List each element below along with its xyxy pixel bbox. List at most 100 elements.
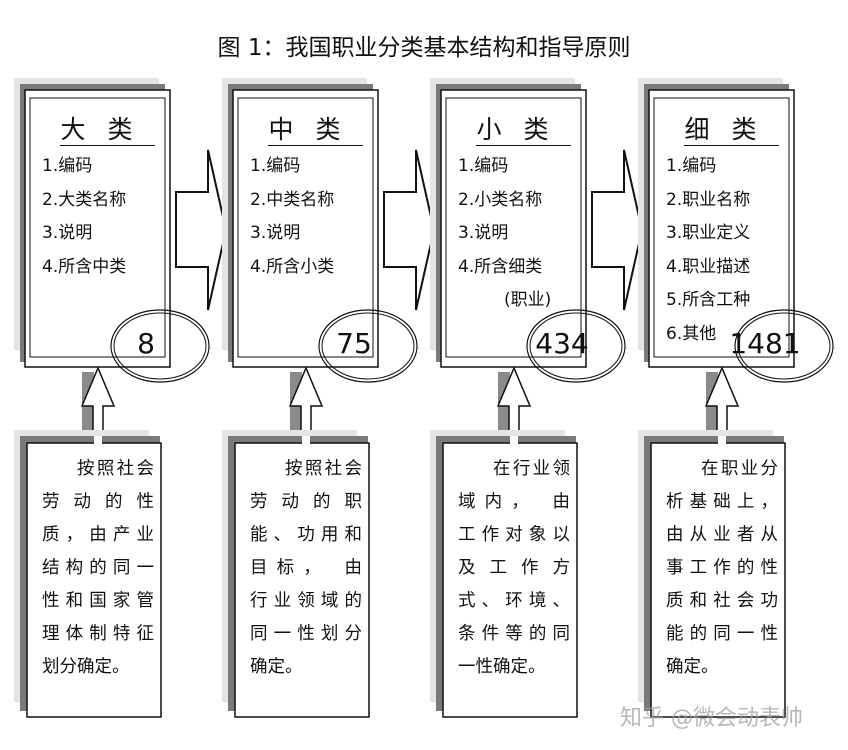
description-line: 按照社会 — [77, 459, 154, 479]
field-item: 2.大类名称 — [42, 189, 127, 210]
description-line: 在行业领 — [493, 459, 570, 479]
diagram-title: 图 1：我国职业分类基本结构和指导原则 — [217, 35, 631, 61]
description-line: 一性确定。 — [458, 657, 546, 677]
description-line: 质和社会功 — [666, 591, 778, 611]
principle-description: 在职业分析基础上， 由从业者从事工作的性质和社会功能的同一性确定。 — [666, 453, 778, 684]
description-line: 条件等的同 — [458, 624, 570, 644]
description-line: 确定。 — [666, 657, 719, 677]
card-outer-border — [440, 89, 587, 368]
field-item: 3.职业定义 — [666, 223, 751, 243]
desc-card-border — [26, 442, 162, 718]
card-inner-border — [29, 97, 166, 358]
card-inner-border — [237, 97, 374, 358]
right-arrow-icon — [175, 149, 228, 311]
category-heading-text: 细类 — [684, 115, 779, 146]
description-line: 同一性划分 — [250, 624, 362, 644]
field-item: 2.职业名称 — [666, 189, 751, 210]
description-line: 劳 动 的 性 — [42, 492, 154, 512]
description-line: 式、环境、 — [458, 591, 570, 611]
field-item: 3.说明 — [458, 223, 509, 243]
category-heading-text: 大类 — [60, 115, 155, 146]
field-item: 2.小类名称 — [458, 189, 543, 210]
description-line: 行业领域的 — [250, 591, 362, 611]
card-outer-border — [24, 89, 171, 368]
description-line: 及 工 作 方 — [458, 558, 570, 578]
field-item: 4.所含中类 — [42, 256, 127, 277]
category-heading: 中类 — [242, 110, 367, 146]
principle-description: 按照社会劳 动 的 职能、功用和目标， 由行业领域的同一性划分确定。 — [250, 453, 362, 684]
card-inner-border — [445, 97, 582, 358]
arrow-joint — [510, 436, 518, 445]
card-outer-border — [648, 89, 795, 368]
field-item: 5.所含工种 — [666, 290, 751, 310]
card-inner-border — [653, 97, 790, 358]
field-list: 1.编码 2.职业名称 3.职业定义 4.职业描述 5.所含工种 6.其他 — [666, 150, 750, 351]
category-heading: 细类 — [658, 110, 783, 146]
field-item: (职业) — [504, 290, 552, 310]
field-list: 1.编码 2.小类名称 3.说明 4.所含细类 (职业) — [458, 150, 551, 318]
count-ellipse-inner — [737, 312, 831, 380]
field-item: 4.所含小类 — [250, 256, 335, 277]
desc-card-border — [442, 442, 578, 718]
category-heading-text: 中类 — [268, 115, 363, 146]
description-line: 结构的同一 — [42, 558, 154, 578]
category-count: 8 — [137, 327, 155, 360]
description-line: 析基础上， — [666, 492, 778, 512]
field-item: 4.所含细类 — [458, 256, 543, 277]
right-arrow-icon — [591, 149, 644, 311]
arrow-joint — [302, 436, 310, 445]
description-line: 理体制特征 — [42, 624, 154, 644]
category-count: 1481 — [729, 327, 801, 360]
count-ellipse-outer — [318, 309, 418, 383]
description-line: 在职业分 — [701, 459, 778, 479]
category-count: 434 — [535, 327, 589, 360]
category-column: 中类 1.编码 2.中类名称 3.说明 4.所含小类 75 按照社会劳 动 的 职能、功用和… — [208, 0, 416, 750]
principle-description: 在行业领域内， 由工作对象以及 工 作 方式、环境、条件等的同一性确定。 — [458, 453, 570, 684]
category-column: 细类 1.编码 2.职业名称 3.职业定义 4.职业描述 5.所含工种 6.其他 1481 在职… — [624, 0, 832, 750]
count-ellipse-outer — [526, 309, 626, 383]
right-arrow-icon — [383, 149, 436, 311]
count-ellipse-inner — [113, 312, 207, 380]
description-line: 能、功用和 — [250, 525, 362, 545]
field-item: 4.职业描述 — [666, 256, 751, 277]
description-line: 性和国家管 — [42, 591, 154, 611]
field-item: 1.编码 — [250, 156, 301, 176]
arrow-joint — [718, 436, 726, 445]
field-item: 1.编码 — [42, 156, 93, 176]
description-line: 质，由产业 — [42, 525, 154, 545]
desc-card-border — [650, 442, 786, 718]
field-item: 2.中类名称 — [250, 189, 335, 210]
field-list: 1.编码 2.中类名称 3.说明 4.所含小类 — [250, 150, 334, 284]
category-heading-text: 小类 — [476, 115, 571, 146]
field-item: 6.其他 — [666, 323, 717, 344]
description-line: 确定。 — [250, 657, 303, 677]
category-heading: 小类 — [450, 110, 575, 146]
field-item: 3.说明 — [250, 223, 301, 243]
count-ellipse-inner — [321, 312, 415, 380]
description-line: 事工作的性 — [666, 558, 778, 578]
field-list: 1.编码 2.大类名称 3.说明 4.所含中类 — [42, 150, 126, 284]
category-count: 75 — [336, 327, 372, 360]
count-ellipse-outer — [734, 309, 834, 383]
principle-description: 按照社会劳 动 的 性质，由产业结构的同一性和国家管理体制特征划分确定。 — [42, 453, 154, 684]
description-line: 能的同一性 — [666, 624, 778, 644]
description-line: 劳 动 的 职 — [250, 492, 362, 512]
description-line: 目标， 由 — [250, 558, 362, 578]
description-line: 按照社会 — [285, 459, 362, 479]
watermark: 知乎 @微会动表帅 — [620, 706, 803, 731]
count-ellipse-outer — [110, 309, 210, 383]
field-item: 1.编码 — [458, 156, 509, 176]
description-line: 域内， 由 — [458, 492, 570, 512]
field-item: 1.编码 — [666, 156, 717, 176]
category-column: 大类 1.编码 2.大类名称 3.说明 4.所含中类 8 按照社会劳 动 的 性质，由产业结… — [0, 0, 208, 750]
description-line: 划分确定。 — [42, 657, 130, 677]
field-item: 3.说明 — [42, 223, 93, 243]
card-outer-border — [232, 89, 379, 368]
category-column: 小类 1.编码 2.小类名称 3.说明 4.所含细类 (职业) 434 在行业领域内， 由工作… — [416, 0, 624, 750]
category-heading: 大类 — [34, 110, 159, 146]
desc-card-border — [234, 442, 370, 718]
description-line: 工作对象以 — [458, 525, 570, 545]
description-line: 由从业者从 — [666, 525, 778, 545]
arrow-joint — [94, 436, 102, 445]
